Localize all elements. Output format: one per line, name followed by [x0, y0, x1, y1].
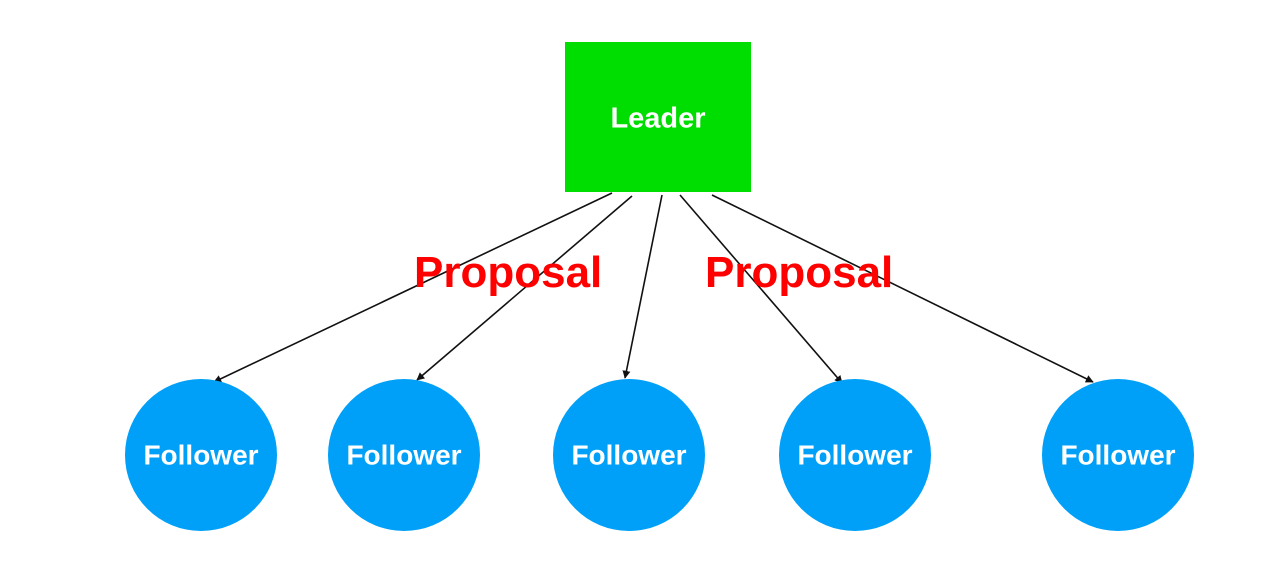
- follower-circle: [779, 379, 931, 531]
- follower-node: Follower: [779, 379, 931, 531]
- edge-labels: Proposal Proposal: [414, 248, 893, 297]
- edge-4: [679, 194, 843, 384]
- follower-node: Follower: [1042, 379, 1194, 531]
- follower-circle: [328, 379, 480, 531]
- follower-label: Follower: [797, 439, 912, 470]
- follower-label: Follower: [1060, 439, 1175, 470]
- leader-label: Leader: [610, 103, 705, 135]
- follower-node: Follower: [328, 379, 480, 531]
- edge-label-proposal: Proposal: [705, 248, 893, 297]
- follower-label: Follower: [346, 439, 461, 470]
- follower-circle: [1042, 379, 1194, 531]
- follower-circle: [125, 379, 277, 531]
- edge-label-proposal: Proposal: [414, 248, 602, 297]
- edge-3: [622, 194, 663, 379]
- follower-node: Follower: [553, 379, 705, 531]
- follower-label: Follower: [571, 439, 686, 470]
- edges: [213, 192, 1094, 384]
- follower-node: Follower: [125, 379, 277, 531]
- follower-circle: [553, 379, 705, 531]
- edge-2: [416, 195, 633, 381]
- follower-nodes: Follower Follower Follower Follower Foll…: [125, 379, 1194, 531]
- leader-node: Leader: [565, 42, 751, 192]
- edge-1: [213, 192, 613, 383]
- follower-label: Follower: [143, 439, 258, 470]
- edge-5: [711, 194, 1094, 383]
- leader-box: [565, 42, 751, 192]
